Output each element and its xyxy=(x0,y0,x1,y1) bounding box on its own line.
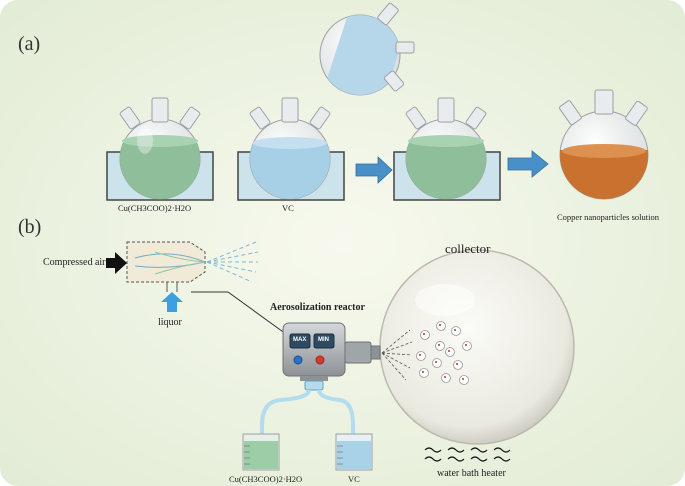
liquor-label: liquor xyxy=(158,317,182,328)
nanoparticles xyxy=(416,321,472,385)
beaker-2-label: VC xyxy=(348,474,360,484)
heater-waves xyxy=(424,447,511,462)
spray-lines xyxy=(381,329,413,381)
flask-mixed xyxy=(393,97,501,201)
flask-2-label: VC xyxy=(282,203,294,213)
liquor-arrow xyxy=(161,292,183,312)
heater-label: water bath heater xyxy=(437,468,506,479)
collector-sphere xyxy=(379,249,575,445)
compressed-air-label: Compressed air xyxy=(43,257,106,268)
tube-left xyxy=(260,389,311,445)
nozzle-schematic xyxy=(126,241,259,292)
beaker-vc xyxy=(335,433,373,471)
panel-b-label: (b) xyxy=(18,216,42,238)
flask-copper-nanoparticles xyxy=(559,89,649,200)
reactor-label: Aerosolization reactor xyxy=(270,302,365,313)
collector-label: collector xyxy=(445,241,491,256)
flask-1-label: Cu(CH3COO)2·H2O xyxy=(118,203,192,213)
flask-vc xyxy=(237,97,345,201)
tube-right xyxy=(317,389,355,445)
flask-copper-acetate xyxy=(106,97,214,201)
connector-line xyxy=(191,291,287,335)
max-button-label: MAX xyxy=(293,337,307,343)
aerosolization-device xyxy=(282,322,381,391)
panel-a-label: (a) xyxy=(18,33,41,55)
process-arrow-1 xyxy=(355,156,393,184)
flask-4-label: Copper nanoparticles solution xyxy=(557,212,659,222)
beaker-1-label: Cu(CH3COO)2·H2O xyxy=(229,474,303,484)
air-arrow xyxy=(106,252,127,274)
min-button-label: MIN xyxy=(318,337,329,343)
beaker-copper-acetate xyxy=(242,433,280,471)
process-arrow-2 xyxy=(507,150,549,178)
